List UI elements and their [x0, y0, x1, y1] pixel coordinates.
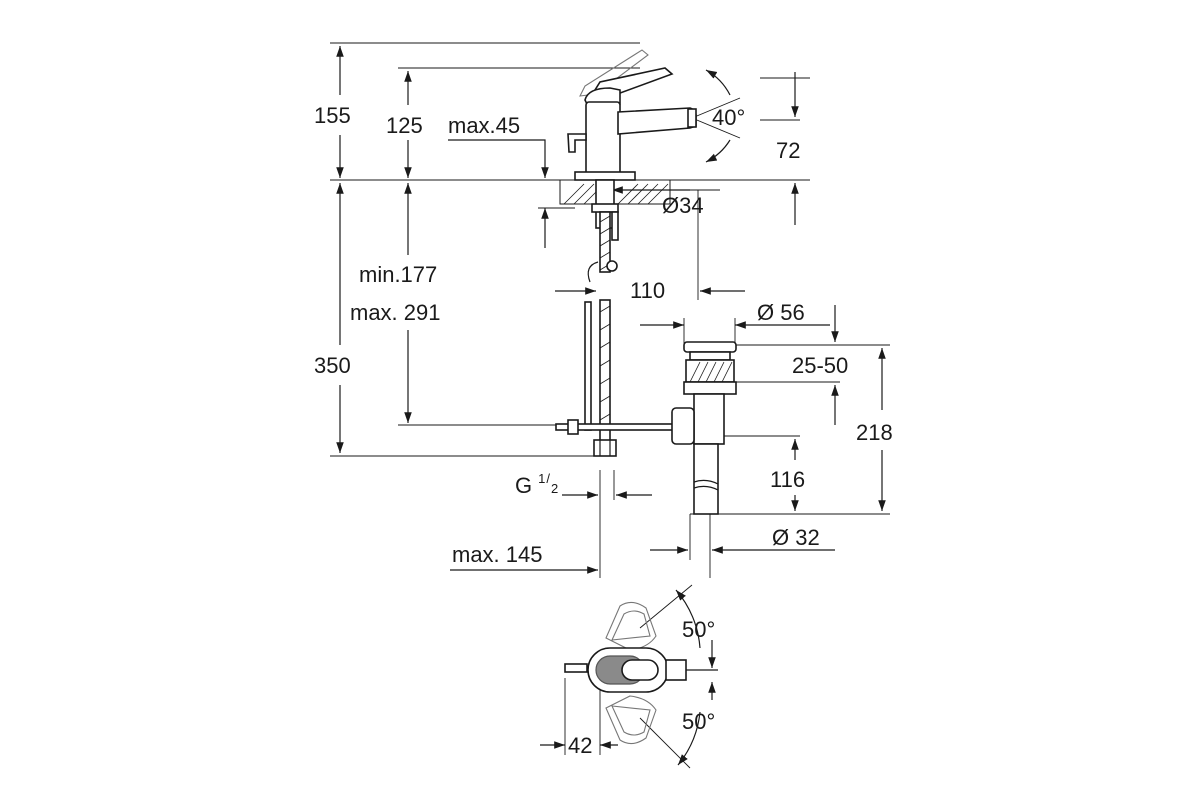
label-max-counter-thickness: max.45 — [448, 113, 520, 138]
label-waste-diameter: Ø 56 — [757, 300, 805, 325]
label-lever-offset: 42 — [568, 733, 592, 758]
label-projection: 110 — [630, 278, 665, 303]
label-shank-max: max. 291 — [350, 300, 441, 325]
dimension-labels: 155 125 max.45 40° 72 Ø34 110 min.177 ma… — [314, 103, 893, 758]
label-hole-diameter: Ø34 — [662, 193, 704, 218]
mixer-tap — [567, 49, 697, 181]
label-tail-diameter: Ø 32 — [772, 525, 820, 550]
label-outlet-height: 72 — [776, 138, 800, 163]
dimension-lines — [336, 45, 886, 769]
label-total-height: 155 — [314, 103, 351, 128]
label-lever-angle-bottom: 50° — [682, 709, 715, 734]
counter-section — [559, 179, 671, 283]
supply-hoses — [555, 299, 687, 457]
label-lever-angle-top: 50° — [682, 617, 715, 642]
label-waste-total: 218 — [856, 420, 893, 445]
label-under-counter: 350 — [314, 353, 351, 378]
label-waste-tail: 116 — [770, 467, 805, 492]
pop-up-waste — [671, 341, 737, 515]
label-spout-height: 125 — [386, 113, 423, 138]
label-waste-range: 25-50 — [792, 353, 848, 378]
label-shank-min: min.177 — [359, 262, 437, 287]
top-view — [564, 601, 718, 745]
label-swivel-angle: 40° — [712, 105, 745, 130]
label-max-hose: max. 145 — [452, 542, 543, 567]
